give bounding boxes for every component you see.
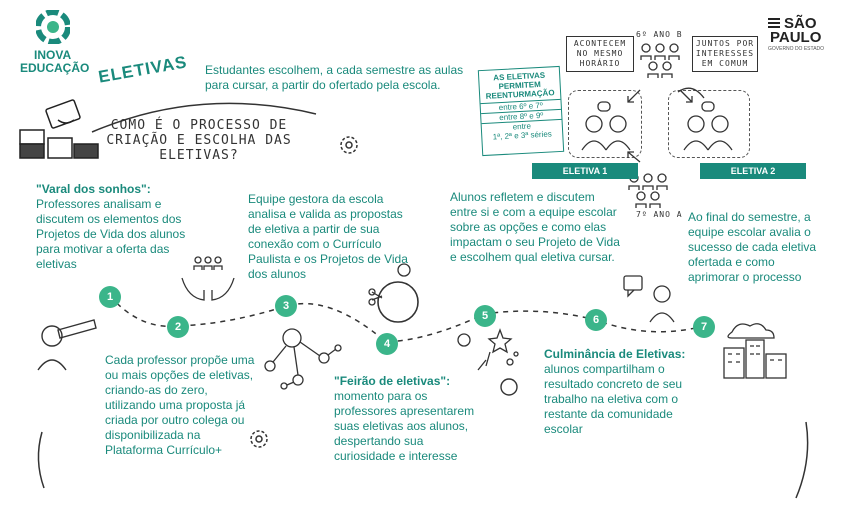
step-1-body: Professores analisam e discutem os eleme… [36, 197, 186, 271]
speaking-person-icon [623, 275, 675, 323]
student-group-icon [628, 173, 668, 208]
step-3-body: Equipe gestora da escola analisa e valid… [248, 192, 408, 281]
logo-line1: INOVA [34, 48, 72, 62]
question-text: COMO É O PROCESSO DE CRIAÇÃO E ESCOLHA D… [106, 118, 292, 163]
sp-line2: PAULO [770, 29, 822, 46]
left-bracket [37, 431, 45, 489]
page-title: ELETIVAS [96, 52, 189, 87]
step-number: 2 [167, 316, 189, 338]
exchange-arrows [627, 87, 705, 163]
right-bracket [795, 421, 809, 499]
step-1-title: "Varal dos sonhos": [36, 182, 151, 196]
step-7-text: Ao final do semestre, a equipe escolar a… [688, 210, 828, 285]
step-4-text: "Feirão de eletivas": momento para os pr… [334, 374, 484, 464]
step-1-text: "Varal dos sonhos": Professores analisam… [36, 182, 201, 272]
step-number: 7 [693, 316, 715, 338]
gear-icon [340, 136, 358, 154]
step-5-text: Alunos refletem e discutem entre si e co… [450, 190, 620, 265]
student-group-icon [640, 43, 680, 78]
note-interests: JUNTOS POR INTERESSES EM COMUM [692, 36, 758, 72]
gear-icon [250, 430, 268, 448]
regroup-title: AS ELETIVAS PERMITEM REENTURMAÇÃO [485, 70, 555, 101]
sp-line1: SÃO [784, 15, 817, 32]
elective2-label: ELETIVA 2 [700, 163, 806, 179]
step-4-body: momento para os professores apresentarem… [334, 389, 475, 463]
note-same-time: ACONTECEM NO MESMO HORÁRIO [566, 36, 634, 72]
hand-card-icon [19, 99, 99, 159]
step-6-body: alunos compartilham o resultado concreto… [544, 362, 683, 436]
inova-logo: INOVA EDUCAÇÃO [14, 10, 94, 80]
ribbon-cutting-icon [368, 263, 419, 323]
sp-logo: SÃO PAULO GOVERNO DO ESTADO [766, 16, 836, 56]
logo-line2: EDUCAÇÃO [20, 61, 90, 75]
step-number: 3 [275, 295, 297, 317]
students-talking-icon [683, 101, 733, 151]
step-number: 5 [474, 305, 496, 327]
regroup-box: AS ELETIVAS PERMITEM REENTURMAÇÃO entre … [477, 65, 565, 157]
stars-icon [457, 328, 519, 371]
question-arc [91, 102, 317, 133]
step-6-title: Culminância de Eletivas: [544, 347, 686, 361]
inova-logo-icon [36, 10, 70, 44]
grade6-label: 6º ANO B [636, 30, 683, 39]
network-icon [264, 328, 342, 390]
elective1-room [568, 90, 642, 158]
telescope-person-icon [37, 319, 97, 371]
step-number: 4 [376, 333, 398, 355]
step-7-body: Ao final do semestre, a equipe escolar a… [688, 210, 817, 284]
step-6-text: Culminância de Eletivas: alunos comparti… [544, 347, 709, 437]
intro-text: Estudantes escolhem, a cada semestre as … [205, 63, 464, 92]
step-3-text: Equipe gestora da escola analisa e valid… [248, 192, 418, 282]
step-number: 6 [585, 309, 607, 331]
hands-people-icon [181, 256, 235, 301]
step-number: 1 [99, 286, 121, 308]
elective2-room [668, 90, 750, 158]
step-2-text: Cada professor propõe uma ou mais opções… [105, 353, 255, 458]
city-icon [723, 323, 787, 379]
students-talking-icon [581, 101, 631, 151]
circle-icon [500, 378, 518, 396]
step-4-title: "Feirão de eletivas": [334, 374, 451, 388]
elective1-label: ELETIVA 1 [532, 163, 638, 179]
sp-flag-icon [768, 18, 780, 28]
step-5-body: Alunos refletem e discutem entre si e co… [450, 190, 620, 264]
step-2-body: Cada professor propõe uma ou mais opções… [105, 353, 255, 457]
sp-sub: GOVERNO DO ESTADO [768, 46, 825, 52]
grade7-label: 7º ANO A [636, 210, 683, 219]
